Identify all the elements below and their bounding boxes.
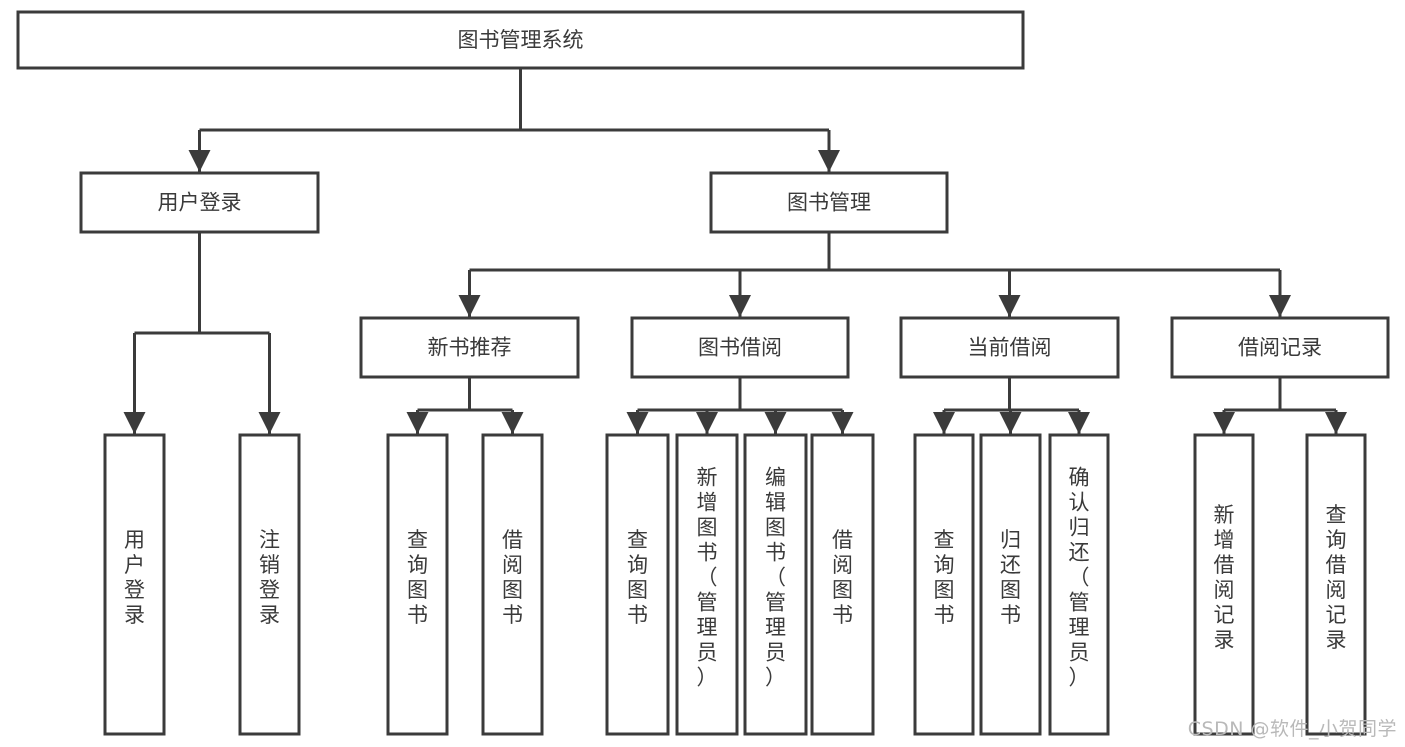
arrow-to-leaf-borrow-book-1 [501, 412, 524, 434]
arrow-to-leaf-return-book [999, 412, 1022, 434]
node-borrow-record[interactable]: 借阅记录 [1170, 316, 1390, 379]
connector-layer [123, 68, 1347, 434]
node-new-book-rec[interactable]: 新书推荐 [359, 316, 580, 379]
arrow-to-leaf-add-record [1213, 412, 1235, 434]
arrow-to-book-borrow [729, 295, 751, 317]
node-leaf-add-record[interactable]: 新增借阅记录 [1193, 433, 1255, 736]
node-root[interactable]: 图书管理系统 [16, 10, 1025, 70]
arrow-to-leaf-add-book [696, 412, 718, 434]
node-leaf-confirm-return[interactable]: 确认归还（管理员） [1048, 433, 1110, 736]
node-leaf-borrow-book-2-label: 借阅图书 [832, 528, 853, 627]
node-leaf-query-book-3[interactable]: 查询图书 [913, 433, 975, 736]
node-leaf-return-book-label: 归还图书 [1000, 528, 1021, 627]
node-current-borrow-label: 当前借阅 [968, 336, 1052, 360]
node-user-login-box[interactable] [79, 171, 320, 234]
arrow-to-book-manage [818, 150, 840, 172]
node-leaf-add-record-box[interactable] [1193, 433, 1255, 736]
node-leaf-query-book-3-label: 查询图书 [934, 528, 955, 627]
node-user-login-label: 用户登录 [158, 191, 242, 215]
node-leaf-query-record-label: 查询借阅记录 [1326, 503, 1347, 652]
node-new-book-rec-label: 新书推荐 [428, 336, 512, 360]
arrow-to-leaf-logout [258, 412, 281, 434]
node-current-borrow[interactable]: 当前借阅 [899, 316, 1120, 379]
node-leaf-user-login[interactable]: 用户登录 [103, 433, 166, 736]
node-leaf-query-book-2-box[interactable] [605, 433, 670, 736]
node-leaf-logout[interactable]: 注销登录 [238, 433, 301, 736]
node-leaf-borrow-book-1[interactable]: 借阅图书 [481, 433, 544, 736]
node-new-book-rec-box[interactable] [359, 316, 580, 379]
node-borrow-record-box[interactable] [1170, 316, 1390, 379]
node-leaf-borrow-book-2[interactable]: 借阅图书 [810, 433, 875, 736]
node-book-borrow-label: 图书借阅 [698, 336, 782, 360]
node-leaf-query-record-box[interactable] [1305, 433, 1367, 736]
node-book-manage-label: 图书管理 [787, 191, 871, 215]
node-leaf-query-book-2-label: 查询图书 [627, 528, 648, 627]
arrow-to-new-book-rec [458, 295, 481, 317]
node-leaf-edit-book-box[interactable] [743, 433, 808, 736]
node-leaf-add-book[interactable]: 新增图书（管理员） [675, 433, 739, 736]
node-leaf-query-book-1-box[interactable] [386, 433, 449, 736]
node-leaf-borrow-book-1-label: 借阅图书 [502, 528, 523, 627]
node-leaf-query-book-1[interactable]: 查询图书 [386, 433, 449, 736]
node-current-borrow-box[interactable] [899, 316, 1120, 379]
arrow-to-user-login [188, 150, 211, 172]
arrow-to-borrow-record [1269, 295, 1291, 317]
node-root-box[interactable] [16, 10, 1025, 70]
node-leaf-borrow-book-1-box[interactable] [481, 433, 544, 736]
watermark-label: CSDN @软件_小贺同学 [1187, 718, 1397, 740]
arrow-to-current-borrow [998, 295, 1021, 317]
node-leaf-query-record[interactable]: 查询借阅记录 [1305, 433, 1367, 736]
node-layer: 图书管理系统用户登录图书管理新书推荐图书借阅当前借阅借阅记录用户登录注销登录查询… [16, 10, 1390, 736]
node-leaf-confirm-return-box[interactable] [1048, 433, 1110, 736]
arrow-to-leaf-query-record [1325, 412, 1347, 434]
arrow-to-leaf-edit-book [764, 412, 787, 434]
node-leaf-query-book-3-box[interactable] [913, 433, 975, 736]
node-leaf-return-book-box[interactable] [979, 433, 1042, 736]
node-leaf-user-login-box[interactable] [103, 433, 166, 736]
node-book-manage[interactable]: 图书管理 [709, 171, 949, 234]
node-leaf-logout-label: 注销登录 [259, 528, 280, 627]
node-root-label: 图书管理系统 [458, 28, 584, 52]
node-borrow-record-label: 借阅记录 [1238, 336, 1322, 360]
node-book-borrow[interactable]: 图书借阅 [630, 316, 850, 379]
node-leaf-logout-box[interactable] [238, 433, 301, 736]
arrow-to-leaf-borrow-book-2 [831, 412, 854, 434]
node-leaf-user-login-label: 用户登录 [124, 528, 145, 627]
node-leaf-add-book-label: 新增图书（管理员） [697, 466, 718, 690]
node-leaf-add-book-box[interactable] [675, 433, 739, 736]
node-book-manage-box[interactable] [709, 171, 949, 234]
node-leaf-return-book[interactable]: 归还图书 [979, 433, 1042, 736]
arrow-to-leaf-user-login [123, 412, 146, 434]
node-book-borrow-box[interactable] [630, 316, 850, 379]
node-user-login[interactable]: 用户登录 [79, 171, 320, 234]
arrow-to-leaf-confirm-return [1068, 412, 1090, 434]
arrow-to-leaf-query-book-3 [933, 412, 955, 434]
node-leaf-edit-book[interactable]: 编辑图书（管理员） [743, 433, 808, 736]
arrow-to-leaf-query-book-2 [626, 412, 649, 434]
node-leaf-query-book-1-label: 查询图书 [407, 528, 428, 627]
node-leaf-add-record-label: 新增借阅记录 [1214, 503, 1235, 652]
node-leaf-confirm-return-label: 确认归还（管理员） [1069, 466, 1090, 690]
node-leaf-edit-book-label: 编辑图书（管理员） [765, 466, 786, 690]
arrow-to-leaf-query-book-1 [406, 412, 429, 434]
node-leaf-query-book-2[interactable]: 查询图书 [605, 433, 670, 736]
node-leaf-borrow-book-2-box[interactable] [810, 433, 875, 736]
